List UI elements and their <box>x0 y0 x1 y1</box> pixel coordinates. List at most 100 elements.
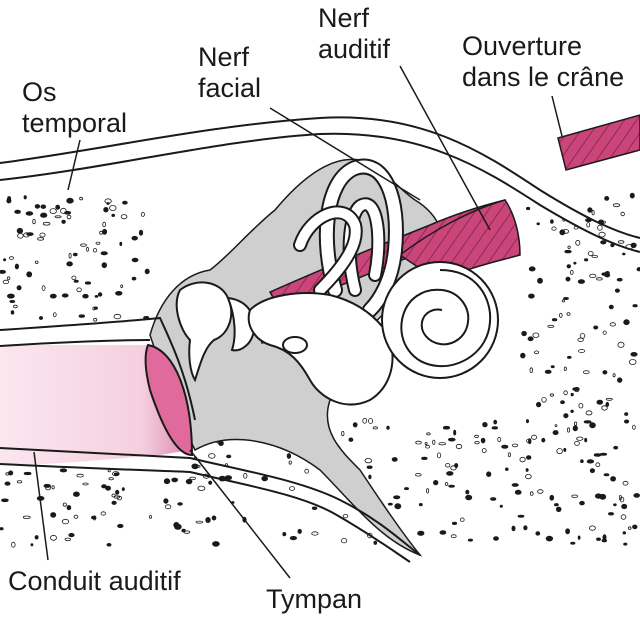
bone-speckle <box>579 333 586 339</box>
bone-speckle <box>131 235 138 241</box>
bone-speckle <box>51 485 55 490</box>
bone-speckle <box>2 279 10 284</box>
bone-speckle <box>113 313 122 320</box>
bone-speckle <box>574 440 580 446</box>
bone-speckle <box>511 483 519 487</box>
bone-speckle <box>526 455 532 460</box>
bone-speckle <box>566 264 571 269</box>
bone-speckle <box>97 292 103 297</box>
bone-speckle <box>42 221 51 226</box>
bone-speckle <box>551 318 558 322</box>
bone-speckle <box>122 200 128 205</box>
bone-speckle <box>282 531 287 537</box>
bone-speckle <box>39 316 44 320</box>
vestibule <box>247 292 394 406</box>
bone-speckle <box>599 493 607 500</box>
bone-speckle <box>415 440 422 445</box>
bone-speckle <box>525 468 529 472</box>
bone-speckle <box>76 287 82 293</box>
bone-speckle <box>23 195 27 200</box>
label-ouverture-line1: Ouverture <box>462 31 583 61</box>
bone-speckle <box>6 276 11 281</box>
bone-speckle <box>617 377 623 383</box>
bone-speckle <box>451 521 458 526</box>
bone-speckle <box>499 504 503 508</box>
bone-speckle <box>603 473 610 477</box>
ear-canal <box>0 345 190 465</box>
bone-speckle <box>304 468 310 474</box>
bone-speckle <box>511 525 516 532</box>
bone-speckle <box>632 424 636 430</box>
bone-speckle <box>41 285 46 291</box>
bone-speckle <box>433 479 439 486</box>
bone-speckle <box>556 448 563 455</box>
semicircular-canals <box>293 158 404 318</box>
bone-speckle <box>493 419 498 425</box>
bone-speckle <box>630 242 637 248</box>
bone-speckle <box>103 206 109 213</box>
bone-speckle <box>624 412 629 416</box>
bone-speckle <box>459 517 465 522</box>
bone-speckle <box>622 480 629 486</box>
bone-speckle <box>537 489 544 494</box>
bone-speckle <box>529 367 533 374</box>
bone-speckle <box>82 482 89 486</box>
bone-speckle <box>84 281 92 285</box>
bone-speckle <box>636 267 640 272</box>
incus <box>226 296 256 352</box>
bone-speckle <box>164 504 172 510</box>
bone-speckle <box>4 481 11 486</box>
bone-speckle <box>528 266 536 272</box>
bone-speckle <box>549 393 555 397</box>
bone-speckle <box>86 246 89 252</box>
bone-speckle <box>566 355 572 359</box>
bone-speckle <box>474 440 480 445</box>
bone-speckle <box>115 489 120 495</box>
bone-speckle <box>61 518 70 525</box>
bone-speckle <box>447 437 456 442</box>
bone-speckle <box>3 258 7 262</box>
bone-speckle <box>368 474 372 480</box>
label-tympan: Tympan <box>266 584 363 614</box>
bone-speckle <box>426 432 431 436</box>
bone-speckle <box>633 493 640 498</box>
bone-speckle <box>108 477 114 481</box>
bone-speckle <box>583 420 592 424</box>
bone-speckle <box>348 437 354 442</box>
bone-speckle <box>552 430 559 436</box>
bone-speckle <box>64 537 71 542</box>
bone-speckle <box>526 438 532 444</box>
bone-speckle <box>612 203 621 208</box>
bone-speckle <box>102 228 108 235</box>
bone-speckle <box>49 208 57 215</box>
bone-speckle <box>570 392 574 397</box>
bone-speckle <box>94 294 99 298</box>
bone-speckle <box>537 277 543 284</box>
bone-speckle <box>583 258 589 262</box>
bone-speckle <box>195 520 204 524</box>
bone-speckle <box>50 534 57 541</box>
bone-speckle <box>115 290 123 296</box>
bone-speckle <box>49 293 57 299</box>
bone-speckle <box>630 351 638 357</box>
bone-speckle <box>68 532 75 538</box>
bone-speckle <box>467 538 473 542</box>
bone-speckle <box>387 502 393 506</box>
bone-speckle <box>622 252 626 256</box>
bone-speckle <box>120 284 124 288</box>
bone-speckle <box>577 349 586 353</box>
bone-speckle <box>511 443 519 448</box>
bone-speckle <box>600 240 607 245</box>
bone-speckle <box>563 296 569 300</box>
bone-speckle <box>491 426 498 430</box>
bone-speckle <box>446 471 454 476</box>
bone-speckle <box>40 212 48 218</box>
bone-speckle <box>623 419 630 424</box>
bone-speckle <box>577 279 586 284</box>
bone-speckle <box>578 403 584 409</box>
bone-speckle <box>111 493 116 498</box>
bone-speckle <box>111 500 117 505</box>
bone-speckle <box>138 229 144 236</box>
canal-lower-wall <box>0 447 421 556</box>
bone-speckle <box>576 436 584 441</box>
